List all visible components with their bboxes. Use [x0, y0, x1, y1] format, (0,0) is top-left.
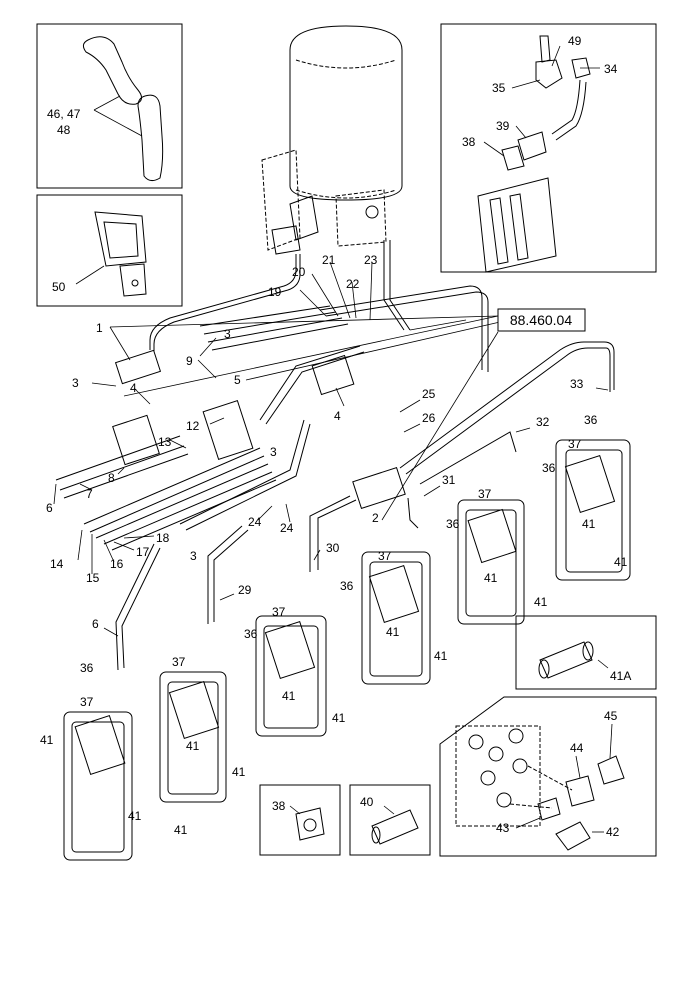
callout-15: 15	[86, 571, 100, 585]
callout-28: 29	[238, 583, 252, 597]
inset-fitting-39	[259, 784, 341, 856]
callout-41A: 41A	[610, 669, 631, 683]
callout-1: 1	[96, 321, 103, 335]
callout-40: 40	[360, 795, 374, 809]
callout-41-r6: 41	[40, 733, 54, 747]
callout-46-47: 46, 47	[47, 107, 81, 121]
callout-36-r1: 37	[568, 437, 582, 451]
reference-code-box: 88.460.04	[497, 308, 586, 332]
callout-39: 38	[272, 799, 286, 813]
callout-23: 23	[364, 253, 378, 267]
callout-6: 6	[92, 617, 99, 631]
outlet-hose-bundle-left	[55, 305, 365, 551]
callout-21: 21	[322, 253, 336, 267]
callout-41-r6b: 41	[128, 809, 142, 823]
callout-35-r6: 36	[80, 661, 94, 675]
callout-4-left: 4	[130, 381, 137, 395]
callout-29: 30	[326, 541, 340, 555]
callout-35-r3: 36	[446, 517, 460, 531]
callout-41-r5b: 41	[232, 765, 246, 779]
callout-48: 48	[57, 123, 71, 137]
callout-25: 24	[280, 521, 294, 535]
callout-41-r1: 41	[582, 517, 596, 531]
callout-19: 19	[268, 285, 282, 299]
callout-11: 9	[186, 354, 193, 368]
callout-44: 44	[570, 741, 584, 755]
callout-38: 39	[496, 119, 510, 133]
callout-36-r3: 37	[378, 549, 392, 563]
callout-41-r2b: 41	[534, 595, 548, 609]
callout-41-r5: 41	[186, 739, 200, 753]
inset-hoses-46-47-48	[36, 23, 183, 189]
reference-code-text: 88.460.04	[510, 312, 572, 328]
callout-27: 26	[422, 411, 436, 425]
inset-fitting-40	[349, 784, 431, 856]
inset-distributor-fittings-42-45	[439, 696, 657, 857]
callout-31: 32	[536, 415, 550, 429]
secondary-hose-loops	[63, 439, 631, 861]
callout-32: 33	[570, 377, 584, 391]
callout-14: 14	[50, 557, 64, 571]
callout-22: 22	[346, 277, 360, 291]
callout-41-r3b: 41	[434, 649, 448, 663]
callout-34: 35	[492, 81, 506, 95]
callout-41-bottom: 41	[174, 823, 188, 837]
callout-4-mid: 4	[334, 409, 341, 423]
callout-35-r5: 36	[244, 627, 258, 641]
inset-fitting-41A	[515, 615, 657, 690]
callout-16: 16	[110, 557, 124, 571]
callout-35-r1: 36	[584, 413, 598, 427]
callout-3-left: 3	[72, 376, 79, 390]
callout-50: 50	[52, 280, 66, 294]
callout-3-bottom: 3	[190, 549, 197, 563]
callout-43: 43	[496, 821, 510, 835]
callout-41-r1b: 41	[614, 555, 628, 569]
callout-3-mid: 3	[270, 445, 277, 459]
callout-30: 31	[442, 473, 456, 487]
callout-41-r3: 41	[386, 625, 400, 639]
callout-41-r4b: 41	[332, 711, 346, 725]
leader-lines	[53, 261, 609, 637]
callout-33: 34	[604, 62, 618, 76]
callout-13: 13	[158, 435, 172, 449]
callout-8: 7	[86, 487, 93, 501]
callout-26: 25	[422, 387, 436, 401]
distributor-blocks	[74, 349, 616, 775]
callout-36-r5: 37	[172, 655, 186, 669]
callout-49: 49	[568, 34, 582, 48]
callout-7: 6	[46, 501, 53, 515]
callout-41-r2: 41	[484, 571, 498, 585]
callout-24: 24	[248, 515, 262, 529]
callout-3-top: 3	[224, 327, 231, 341]
callout-37: 38	[462, 135, 476, 149]
callout-36-r6: 37	[80, 695, 94, 709]
callout-45: 45	[604, 709, 618, 723]
callout-12: 12	[186, 419, 200, 433]
pump-reservoir	[261, 25, 403, 255]
callout-20: 20	[292, 265, 306, 279]
callout-17: 17	[136, 545, 150, 559]
callout-36-r2: 37	[478, 487, 492, 501]
inset-fittings-33-34-37-38-49	[440, 23, 657, 273]
callout-18: 18	[156, 531, 170, 545]
callout-2: 2	[372, 511, 379, 525]
callout-35-r2: 36	[542, 461, 556, 475]
callout-5: 5	[234, 373, 241, 387]
callout-labels: 46, 47 48 50 49 34 35 39 38 19 20 21 22 …	[40, 34, 631, 839]
inset-bracket-50	[36, 194, 183, 307]
callout-36-r4: 37	[272, 605, 286, 619]
callout-42: 42	[606, 825, 620, 839]
callout-35-r4: 36	[340, 579, 354, 593]
main-hose-runs	[115, 240, 615, 671]
callout-41-r4: 41	[282, 689, 296, 703]
callout-9: 8	[108, 471, 115, 485]
